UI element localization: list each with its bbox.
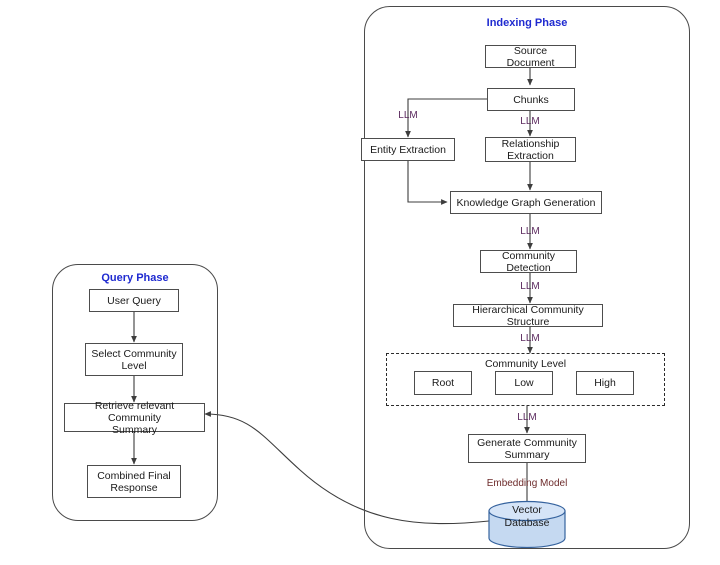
node-source-document[interactable]: Source Document [485,44,576,69]
node-retrieve-summary-label-line1: Retrieve relevant Community [94,399,175,424]
node-hierarchical-community-structure-label: Hierarchical Community Structure [472,303,584,328]
indexing-phase-panel [364,6,690,549]
edge-label-llm-chunks-to-relationship: LLM [520,116,540,127]
node-generate-community-summary-label-line1: Generate Community [477,436,577,449]
node-generate-community-summary[interactable]: Generate Community Summary [468,434,586,463]
edge-chunks-to-entity [405,98,487,138]
node-community-detection-label: Community Detection [501,249,556,274]
node-level-root-label: Root [431,377,455,389]
node-entity-extraction-label: Entity Extraction [370,143,446,156]
community-level-group-label: Community Level [484,358,567,370]
node-combined-final-response-label-line2: Response [110,481,158,494]
node-relationship-extraction[interactable]: Relationship Extraction [485,137,576,162]
node-knowledge-graph-generation[interactable]: Knowledge Graph Generation [450,191,602,214]
node-user-query[interactable]: User Query [89,289,179,312]
node-level-low[interactable]: Low [495,371,553,395]
node-combined-final-response-label-line1: Combined Final [97,469,171,482]
node-level-high-label: High [594,377,616,389]
edge-vector-db-to-retrieve [204,411,490,525]
edge-label-embedding-model: Embedding Model [486,478,568,489]
node-retrieve-summary-label-line2: Summary [112,423,157,436]
edge-label-llm-hierarchical-to-level: LLM [520,333,540,344]
node-generate-community-summary-label-line2: Summary [504,448,550,461]
edge-entity-to-kg [407,161,448,205]
node-relationship-extraction-label-line2: Extraction [507,149,554,162]
indexing-phase-title: Indexing Phase [486,17,568,29]
node-select-community-level-label-line2: Level [121,359,147,372]
node-user-query-label: User Query [107,294,161,307]
node-chunks[interactable]: Chunks [487,88,575,111]
query-phase-title: Query Phase [101,272,169,284]
node-level-high[interactable]: High [576,371,634,395]
edge-label-llm-chunks-to-entity: LLM [398,110,418,121]
vector-database-cylinder [488,500,566,549]
node-relationship-extraction-label-line1: Relationship [501,137,560,150]
node-hierarchical-community-structure[interactable]: Hierarchical Community Structure [453,303,603,328]
community-level-group [386,353,665,406]
node-vector-database-label-line1: Vector [512,504,542,516]
node-community-detection[interactable]: Community Detection [480,249,577,274]
node-select-community-level-label-line1: Select Community [91,347,177,360]
edge-label-llm-level-to-summary: LLM [517,412,537,423]
edge-label-llm-kg-to-community: LLM [520,226,540,237]
node-retrieve-relevant-community-summary[interactable]: Retrieve relevant Community Summary [64,399,205,436]
node-entity-extraction[interactable]: Entity Extraction [361,138,455,161]
node-vector-database-label-line2: Database [504,517,550,529]
node-combined-final-response[interactable]: Combined Final Response [87,465,181,498]
edge-label-llm-community-to-hierarchical: LLM [520,281,540,292]
node-level-low-label: Low [514,377,534,389]
node-level-root[interactable]: Root [414,371,472,395]
query-phase-panel [52,264,218,521]
node-knowledge-graph-generation-label: Knowledge Graph Generation [456,196,596,209]
node-vector-database-label: Vector Database [489,504,565,530]
node-chunks-label: Chunks [513,93,549,106]
node-select-community-level[interactable]: Select Community Level [85,343,183,376]
node-source-document-label: Source Document [506,44,555,69]
